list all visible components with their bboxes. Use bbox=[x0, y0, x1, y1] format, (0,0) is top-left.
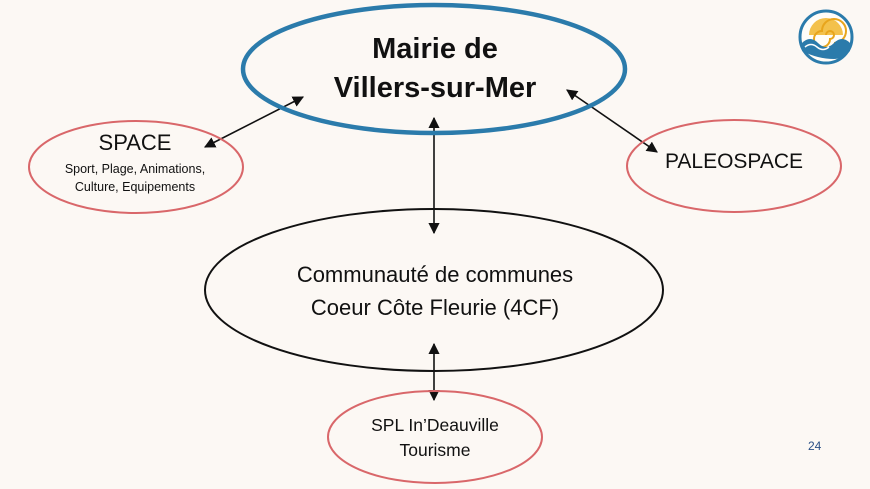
paleospace-ellipse bbox=[626, 119, 842, 213]
mairie-ellipse bbox=[240, 2, 628, 136]
mairie-line1: Mairie de bbox=[372, 33, 498, 65]
communaute-line1: Communauté de communes bbox=[296, 262, 574, 287]
mairie-label: Mairie de Villers-sur-Mer bbox=[280, 30, 590, 108]
space-ellipse bbox=[28, 120, 244, 214]
paleospace-label: PALEOSPACE bbox=[664, 150, 804, 173]
space-subtitle-line2: Culture, Equipements bbox=[74, 180, 196, 194]
ammonite-wave-logo-icon bbox=[798, 9, 854, 65]
communaute-line2: Coeur Côte Fleurie (4CF) bbox=[310, 295, 560, 320]
spl-line1: SPL In’Deauville bbox=[371, 415, 499, 435]
mairie-line2: Villers-sur-Mer bbox=[333, 72, 537, 104]
space-subtitle-line1: Sport, Plage, Animations, bbox=[64, 162, 206, 176]
space-subtitle: Sport, Plage, Animations, Culture, Equip… bbox=[30, 160, 240, 196]
spl-ellipse bbox=[327, 390, 543, 484]
spl-line2: Tourisme bbox=[399, 440, 471, 460]
space-title: SPACE bbox=[98, 130, 172, 155]
communaute-label: Communauté de communes Coeur Côte Fleuri… bbox=[215, 258, 655, 324]
communaute-ellipse bbox=[204, 208, 664, 372]
page-number: 24 bbox=[808, 439, 822, 453]
spl-label: SPL In’Deauville Tourisme bbox=[330, 413, 540, 463]
